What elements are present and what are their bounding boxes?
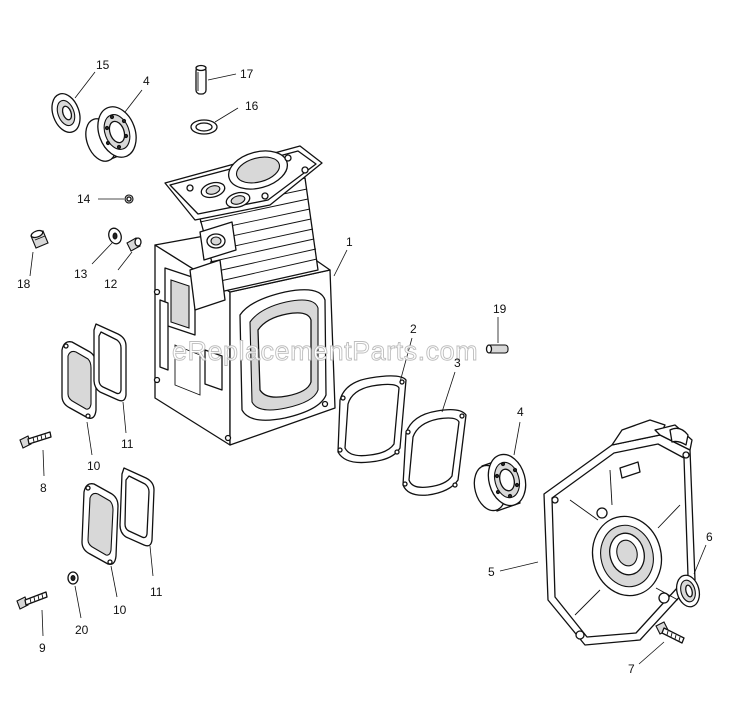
callout-11-lower: 11 [150, 585, 163, 599]
callout-12: 12 [104, 277, 118, 291]
leader-lines [29, 71, 707, 665]
callout-11-upper: 11 [121, 437, 134, 451]
part-4-bearing-right [473, 453, 527, 512]
watermark-text: eReplacementParts.com [172, 336, 478, 366]
part-1-cylinder-block [153, 145, 336, 446]
part-13-washer [108, 227, 122, 245]
part-11-breather-gasket-lower [119, 467, 155, 547]
part-20-lock-washer [67, 571, 79, 585]
callout-8: 8 [40, 481, 47, 495]
callout-labels: 15 4 17 16 14 13 12 18 1 19 2 3 4 5 6 7 … [17, 58, 713, 676]
callout-5: 5 [488, 565, 495, 579]
callout-2: 2 [410, 322, 417, 336]
callout-6: 6 [706, 530, 713, 544]
part-12-fitting [126, 237, 142, 252]
part-10-breather-cover-lower [81, 483, 119, 565]
callout-14: 14 [77, 192, 91, 206]
part-17-dowel-pin [195, 64, 207, 95]
part-14-plug [124, 194, 134, 204]
callout-10-upper: 10 [87, 459, 101, 473]
part-5-closure-plate [543, 419, 696, 646]
callout-19: 19 [493, 302, 507, 316]
part-7-bolt [655, 621, 685, 644]
part-10-breather-cover-upper [61, 341, 97, 419]
callout-3: 3 [454, 356, 461, 370]
part-18-sleeve [30, 229, 49, 249]
callout-4-top: 4 [143, 74, 150, 88]
callout-16: 16 [245, 99, 259, 113]
part-9-screw [16, 591, 48, 610]
part-6-oil-seal [675, 574, 701, 608]
callout-7: 7 [628, 662, 635, 676]
part-8-screw [19, 431, 52, 449]
callout-15: 15 [96, 58, 110, 72]
callout-13: 13 [74, 267, 88, 281]
part-3-gasket [402, 409, 467, 496]
callout-10-lower: 10 [113, 603, 127, 617]
callout-9: 9 [39, 641, 46, 655]
part-16-o-ring [190, 119, 218, 135]
callout-20: 20 [75, 623, 89, 637]
part-15-oil-seal [51, 93, 81, 133]
callout-18: 18 [17, 277, 31, 291]
callout-17: 17 [240, 67, 254, 81]
callout-1: 1 [346, 235, 353, 249]
part-2-gasket [337, 375, 407, 464]
callout-4-right: 4 [517, 405, 524, 419]
part-11-breather-gasket-upper [93, 323, 127, 402]
part-19-dowel-pin [485, 344, 509, 354]
part-4-bearing-top [85, 106, 137, 162]
